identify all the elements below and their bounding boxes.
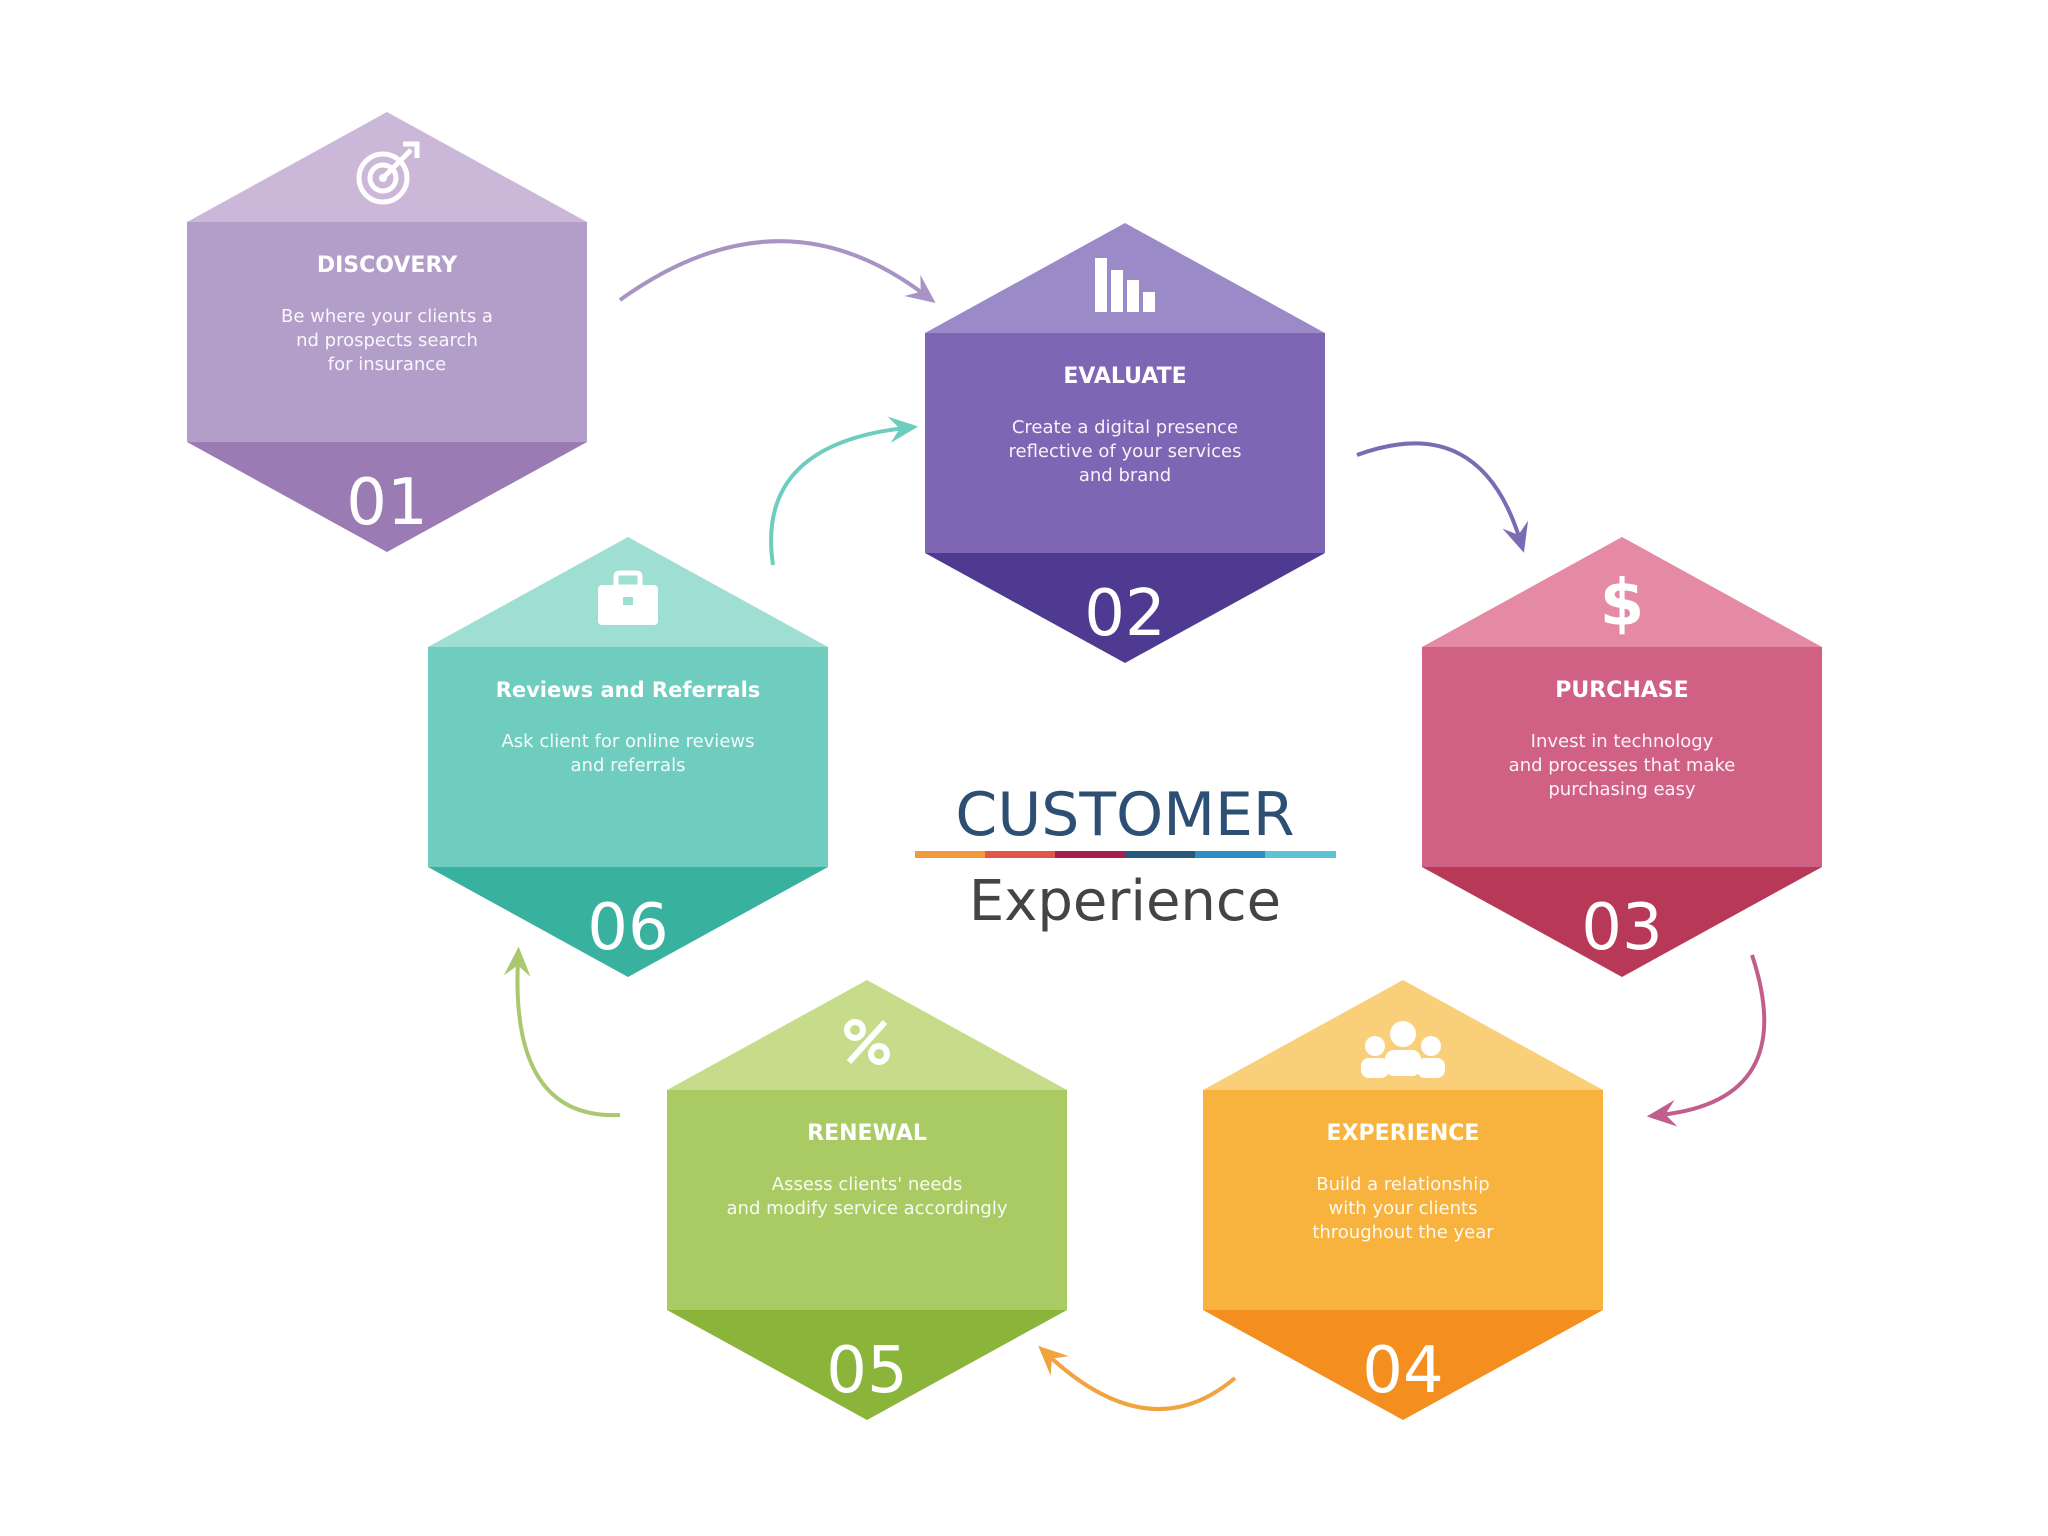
briefcase-icon [598,570,658,625]
arrow-01-to-02 [618,239,936,304]
step-number: 04 [1362,1334,1443,1408]
arrow-03-to-04 [1646,954,1767,1127]
step-title: RENEWAL [807,1121,927,1146]
steps-layer: DISCOVERY Be where your clients a nd prosp… [187,112,1822,1420]
hex-bottom [667,1310,1067,1420]
step-description-line: Ask client for online reviews [501,731,754,752]
bar-chart-icon [1095,258,1155,312]
hex-body [428,647,828,867]
step-description-line: and referrals [571,755,686,776]
step-title: Reviews and Referrals [496,678,761,702]
step-04: EXPERIENCE Build a relationship with your … [1203,980,1603,1420]
underline-segment [1195,851,1266,858]
arrow-05-to-06 [503,946,621,1118]
hex-top [667,980,1067,1090]
dollar-icon: $ [1600,567,1645,641]
target-icon [356,141,420,205]
underline-segment [915,851,986,858]
step-title: DISCOVERY [317,253,458,278]
arrow-06-to-02 [769,416,919,566]
step-description-line: Build a relationship [1316,1174,1489,1195]
hex-bottom [1203,1310,1603,1420]
step-description-line: Be where your clients a [281,306,493,327]
hex-bottom [925,553,1325,663]
center-label: CUSTOMER Experience [915,780,1336,934]
percent-icon [844,1019,890,1065]
step-03: $ PURCHASE Invest in technology and process… [1422,537,1822,977]
hex-bottom [187,442,587,552]
step-description-line: and modify service accordingly [727,1198,1008,1219]
hex-body [1422,647,1822,867]
hex-top [1422,537,1822,647]
center-underline [915,851,1336,858]
underline-segment [985,851,1056,858]
step-description-line: Assess clients' needs [772,1174,962,1195]
hex-bottom [1422,867,1822,977]
step-description-line: purchasing easy [1548,779,1696,800]
step-02: EVALUATE Create a digital presence reflect… [925,223,1325,663]
step-description-line: with your clients [1329,1198,1478,1219]
step-description-line: and brand [1079,465,1171,486]
step-description-line: and processes that make [1509,755,1736,776]
step-description-line: for insurance [328,354,446,375]
step-number: 01 [346,466,427,540]
step-title: EVALUATE [1063,364,1186,389]
step-description-line: Create a digital presence [1012,417,1238,438]
underline-segment [1125,851,1196,858]
hex-bottom [428,867,828,977]
hex-top [925,223,1325,333]
step-description-line: nd prospects search [296,330,478,351]
underline-segment [1055,851,1126,858]
step-title: EXPERIENCE [1327,1121,1480,1146]
center-title: CUSTOMER [955,780,1294,850]
step-number: 05 [826,1334,907,1408]
hex-body [1203,1090,1603,1310]
people-icon [1361,1021,1445,1078]
hex-body [187,222,587,442]
step-number: 03 [1581,891,1662,965]
hex-body [667,1090,1067,1310]
step-number: 02 [1084,577,1165,651]
arrow-02-to-03 [1356,441,1529,553]
arrow-04-to-05 [1038,1345,1237,1412]
step-title: PURCHASE [1555,678,1688,703]
step-description-line: throughout the year [1312,1222,1494,1243]
underline-segment [1265,851,1336,858]
step-description-line: Invest in technology [1531,731,1714,752]
step-01: DISCOVERY Be where your clients a nd prosp… [187,112,587,552]
arrows-layer [503,239,1767,1412]
step-05: RENEWAL Assess clients' needs and modify s… [667,980,1067,1420]
step-number: 06 [587,891,668,965]
hex-body [925,333,1325,553]
svg-text:$: $ [1600,567,1645,641]
step-description-line: reflective of your services [1008,441,1241,462]
center-subtitle: Experience [969,869,1281,934]
